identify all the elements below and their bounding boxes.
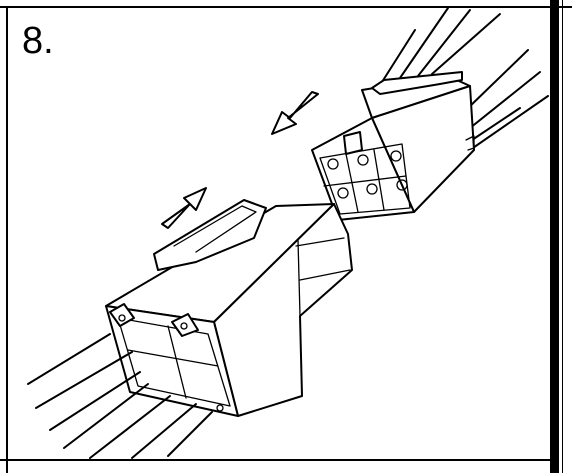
frame-right-border <box>550 0 559 473</box>
lower-wires <box>27 333 213 459</box>
push-arrow-right <box>161 187 207 229</box>
push-arrow-left <box>271 91 319 135</box>
frame-top-border <box>0 6 572 8</box>
female-connector <box>311 71 475 221</box>
frame-bottom-border <box>0 459 552 461</box>
step-number: 8. <box>22 20 54 62</box>
male-connector <box>105 199 353 417</box>
frame-right-edge <box>562 0 563 473</box>
frame-left-border <box>6 6 8 473</box>
upper-wires <box>381 7 549 151</box>
